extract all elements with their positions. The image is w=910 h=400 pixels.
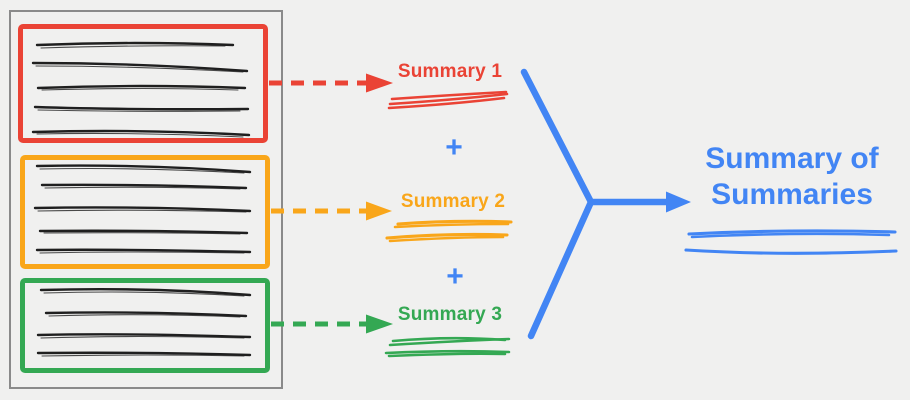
section-1-to-summary-1-arrow	[269, 73, 393, 93]
section-2-to-summary-2-arrow	[271, 201, 392, 221]
merge-arrow	[520, 68, 691, 340]
summary-1-text-scribble	[387, 90, 509, 110]
summary-2-label: Summary 2	[400, 191, 506, 212]
document-section-1-box	[18, 24, 268, 143]
orange-arrowhead	[366, 201, 392, 221]
merge-line-bottom	[527, 198, 595, 340]
document-section-3-box	[20, 278, 270, 373]
summary-2-text-scribble	[385, 219, 513, 243]
section-3-to-summary-3-arrow	[271, 314, 393, 334]
final-summary-title: Summary of Summaries	[705, 142, 879, 211]
final-summary-text-scribble	[684, 229, 898, 255]
summary-1-label: Summary 1	[397, 61, 503, 82]
source-document-panel	[9, 10, 283, 389]
merge-line-top	[520, 68, 595, 206]
document-section-2-box	[20, 155, 270, 269]
plus-operator-2: +	[446, 260, 464, 293]
plus-operator-1: +	[445, 131, 463, 164]
summary-3-text-scribble	[384, 336, 511, 358]
summary-3-label: Summary 3	[397, 304, 503, 325]
